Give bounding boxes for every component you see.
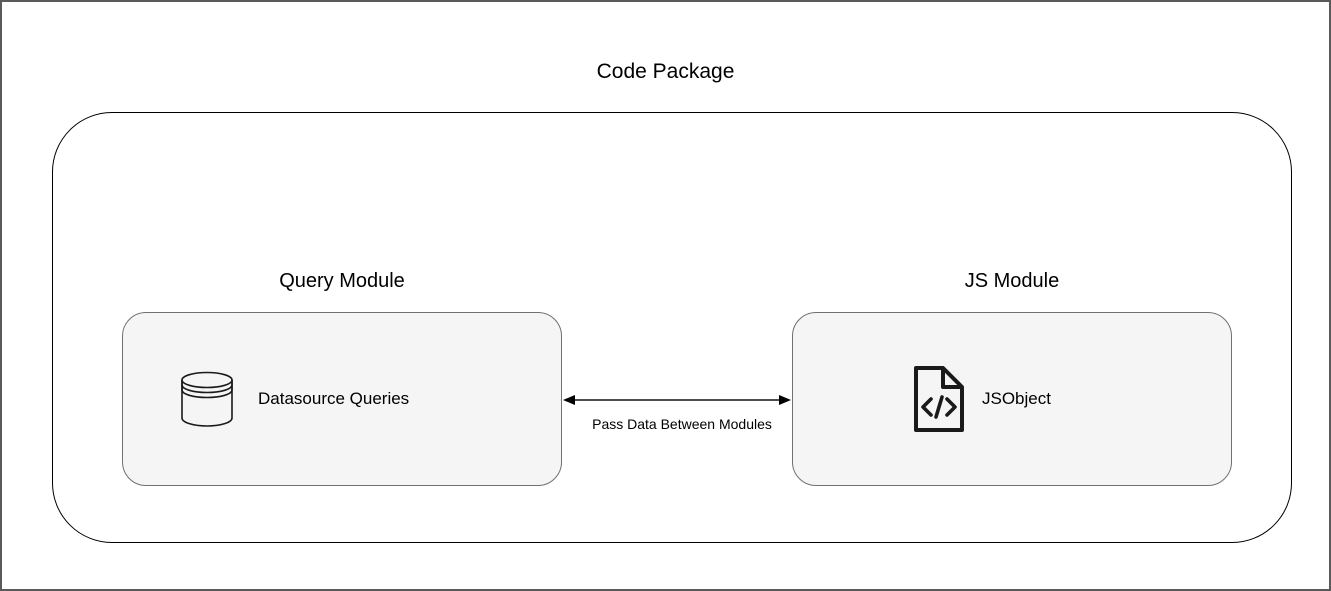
js-module-item-label: JSObject: [982, 389, 1051, 408]
query-module-label: Query Module: [279, 270, 405, 292]
query-module-box: Datasource Queries: [122, 312, 562, 486]
diagram-title: Code Package: [596, 60, 735, 83]
js-module-box: JSObject: [792, 312, 1232, 486]
bidirectional-arrow: [563, 395, 791, 405]
code-file-icon: [913, 365, 965, 433]
connector-label: Pass Data Between Modules: [592, 416, 772, 432]
js-module-label: JS Module: [964, 270, 1060, 292]
query-module-item-label: Datasource Queries: [258, 389, 410, 408]
database-icon: [180, 370, 234, 428]
